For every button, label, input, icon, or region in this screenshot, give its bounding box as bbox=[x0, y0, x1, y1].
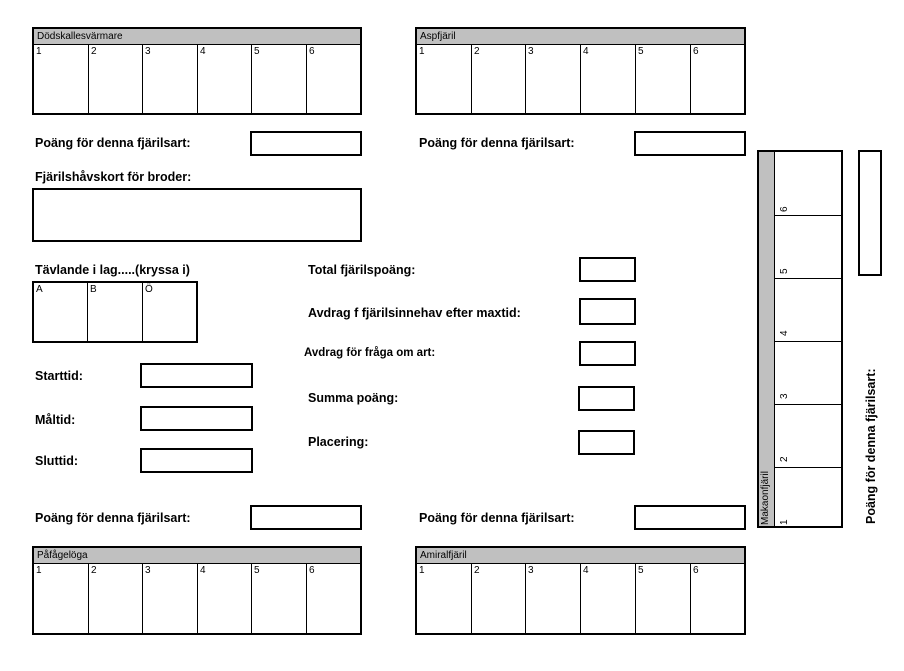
net-card-input[interactable] bbox=[32, 188, 362, 242]
grid-cell[interactable]: 5 bbox=[252, 564, 307, 633]
grid-title: Aspfjäril bbox=[417, 29, 744, 45]
grid-cell[interactable]: 5 bbox=[636, 45, 691, 113]
grid-cell[interactable]: 2 bbox=[472, 45, 526, 113]
grid-cell[interactable]: 2 bbox=[472, 564, 526, 633]
grid-cell[interactable]: 5 bbox=[636, 564, 691, 633]
total-input[interactable] bbox=[579, 257, 636, 282]
points-input-bottom-left[interactable] bbox=[250, 505, 362, 530]
makaon-cell-number: 4 bbox=[779, 330, 790, 336]
points-label-bottom-left: Poäng för denna fjärilsart: bbox=[35, 511, 191, 525]
points-label-top-right: Poäng för denna fjärilsart: bbox=[419, 136, 575, 150]
start-time-label: Starttid: bbox=[35, 369, 83, 383]
team-option-a[interactable]: A bbox=[34, 283, 88, 341]
net-card-label: Fjärilshåvskort för broder: bbox=[35, 170, 192, 184]
grid-cell[interactable]: 2 bbox=[89, 564, 143, 633]
grid-cell[interactable]: 1 bbox=[34, 45, 89, 113]
total-label: Total fjärilspoäng: bbox=[308, 263, 416, 277]
makaon-cell-number: 2 bbox=[779, 456, 790, 462]
grid-cell[interactable] bbox=[774, 215, 841, 278]
grid-cell[interactable] bbox=[774, 341, 841, 404]
team-label: Tävlande i lag.....(kryssa i) bbox=[35, 263, 190, 277]
grid-cell[interactable]: 5 bbox=[252, 45, 307, 113]
grid-makaonfjaril bbox=[757, 150, 843, 528]
end-time-label: Sluttid: bbox=[35, 454, 79, 468]
grid-cell[interactable] bbox=[774, 278, 841, 341]
points-label-top-left: Poäng för denna fjärilsart: bbox=[35, 136, 191, 150]
grid-title-bar bbox=[759, 152, 775, 526]
grid-cell[interactable] bbox=[774, 404, 841, 467]
grid-cell[interactable]: 4 bbox=[581, 564, 636, 633]
makaon-cell-number: 6 bbox=[779, 206, 790, 212]
grid-cell[interactable]: 4 bbox=[198, 45, 252, 113]
placement-input[interactable] bbox=[578, 430, 635, 455]
grid-pafageloga: Påfågelöga 1 2 3 4 5 6 bbox=[32, 546, 362, 635]
grid-aspfjaril: Aspfjäril 1 2 3 4 5 6 bbox=[415, 27, 746, 115]
grid-cell[interactable]: 6 bbox=[309, 46, 315, 57]
grid-cell[interactable] bbox=[774, 467, 841, 526]
deduction-maxtime-input[interactable] bbox=[579, 298, 636, 325]
grid-cell[interactable]: 3 bbox=[526, 564, 581, 633]
deduction-maxtime-label: Avdrag f fjärilsinnehav efter maxtid: bbox=[308, 306, 521, 320]
grid-cell[interactable]: 2 bbox=[89, 45, 143, 113]
grid-cell[interactable]: 6 bbox=[693, 565, 699, 576]
grid-cell[interactable]: 6 bbox=[693, 46, 699, 57]
grid-cell[interactable]: 1 bbox=[417, 45, 472, 113]
points-label-bottom-right: Poäng för denna fjärilsart: bbox=[419, 511, 575, 525]
sum-input[interactable] bbox=[578, 386, 635, 411]
grid-cell[interactable]: 6 bbox=[309, 565, 315, 576]
goal-time-input[interactable] bbox=[140, 406, 253, 431]
grid-cell[interactable]: 3 bbox=[143, 564, 198, 633]
points-label-makaon: Poäng för denna fjärilsart: bbox=[864, 368, 878, 524]
grid-dodskallesvarmare: Dödskallesvärmare 1 2 3 4 5 6 bbox=[32, 27, 362, 115]
team-option-b[interactable]: B bbox=[88, 283, 143, 341]
grid-cell[interactable]: 4 bbox=[581, 45, 636, 113]
team-option-o[interactable]: Ö bbox=[145, 284, 153, 295]
grid-cell[interactable]: 3 bbox=[143, 45, 198, 113]
points-input-bottom-right[interactable] bbox=[634, 505, 746, 530]
makaon-cell-number: 5 bbox=[779, 268, 790, 274]
grid-cell[interactable]: 3 bbox=[526, 45, 581, 113]
makaon-cell-number: 1 bbox=[779, 519, 790, 525]
makaon-cell-number: 3 bbox=[779, 393, 790, 399]
goal-time-label: Måltid: bbox=[35, 413, 76, 427]
start-time-input[interactable] bbox=[140, 363, 253, 388]
grid-amiralfjaril: Amiralfjäril 1 2 3 4 5 6 bbox=[415, 546, 746, 635]
points-input-makaon[interactable] bbox=[858, 150, 882, 276]
placement-label: Placering: bbox=[308, 435, 369, 449]
makaon-title: Makaonfjäril bbox=[760, 471, 771, 525]
sum-label: Summa poäng: bbox=[308, 391, 399, 405]
deduction-question-label: Avdrag för fråga om art: bbox=[304, 347, 436, 359]
grid-title: Dödskallesvärmare bbox=[34, 29, 360, 45]
grid-cell[interactable]: 4 bbox=[198, 564, 252, 633]
grid-cell[interactable]: 1 bbox=[34, 564, 89, 633]
grid-cell[interactable]: 1 bbox=[417, 564, 472, 633]
deduction-question-input[interactable] bbox=[579, 341, 636, 366]
points-input-top-right[interactable] bbox=[634, 131, 746, 156]
grid-title: Amiralfjäril bbox=[417, 548, 744, 564]
team-options: A B Ö bbox=[32, 281, 198, 343]
grid-title: Påfågelöga bbox=[34, 548, 360, 564]
points-input-top-left[interactable] bbox=[250, 131, 362, 156]
end-time-input[interactable] bbox=[140, 448, 253, 473]
